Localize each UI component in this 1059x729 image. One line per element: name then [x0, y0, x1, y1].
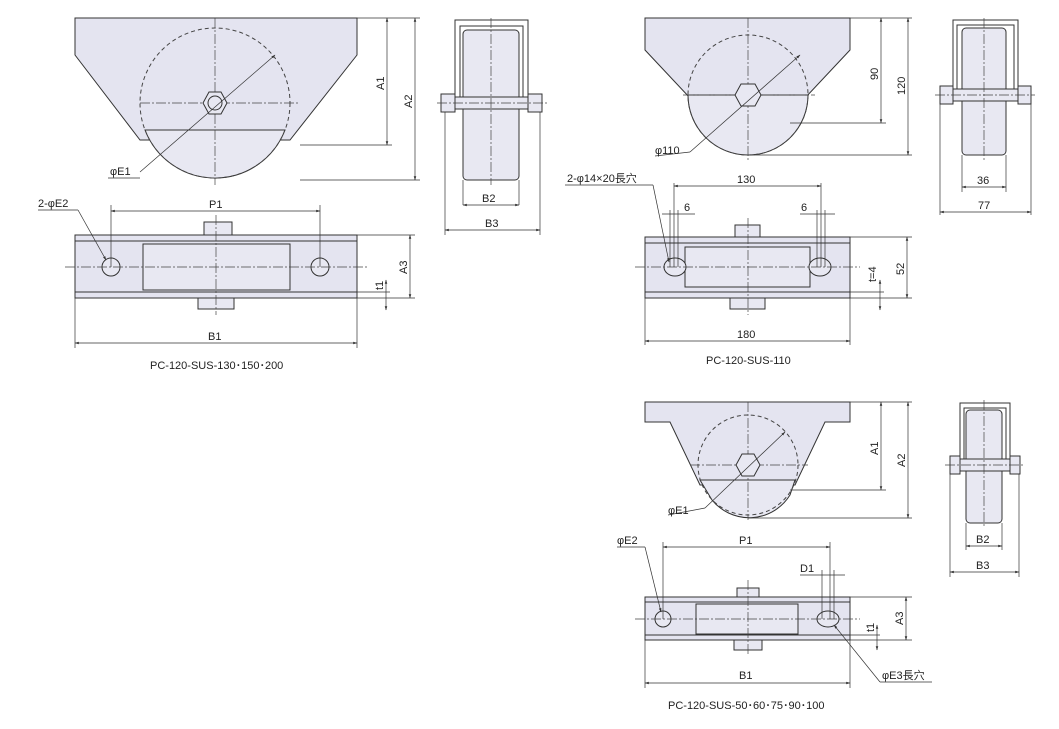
front-view: φE1 A1 A2	[644, 401, 912, 520]
hex-nut-icon	[734, 83, 762, 107]
dim-p1: P1	[209, 199, 222, 211]
dim-a3: A3	[894, 612, 906, 625]
dim-e2: φE2	[617, 535, 638, 547]
hex-nut-icon	[202, 91, 228, 115]
dim-b2: B2	[976, 534, 989, 546]
dim-d1: D1	[800, 563, 814, 575]
top-view: 130 6 6 2-φ14×20長穴 52 t=4 180	[565, 171, 912, 345]
dim-e1: φE1	[110, 166, 131, 178]
dim-b3: 77	[978, 200, 990, 212]
dim-a3: 52	[895, 263, 907, 275]
side-view: 36 77	[935, 18, 1035, 215]
dim-e1: φ110	[655, 145, 680, 157]
top-view: P1 2-φE2 A3 t1 B1	[38, 198, 415, 348]
dim-b2: 36	[977, 175, 989, 187]
drawing-caption: PC-120-SUS-110	[706, 355, 791, 367]
drawing-pc-120-sus-130-150-200: A1 A2 φE1 B2 B3 P1 2-φE2 A3 t1 B1 PC-120…	[38, 17, 547, 372]
dim-b1: 180	[737, 329, 755, 341]
dim-e1: φE1	[668, 505, 689, 517]
dim-p1: P1	[739, 535, 752, 547]
drawing-caption: PC-120-SUS-50･60･75･90･100	[668, 700, 825, 712]
dim-a1: 90	[869, 68, 881, 80]
drawing-pc-120-sus-110: φ110 90 120 36 77 130 6 6 2-φ14×20長穴 52 …	[565, 17, 1035, 367]
dim-b3: B3	[485, 218, 498, 230]
dim-a2: 120	[896, 77, 908, 95]
dim-p1: 130	[737, 174, 755, 186]
dim-slot-width-right: 6	[801, 202, 807, 214]
dim-b1: B1	[208, 331, 221, 343]
dim-e2: 2-φ14×20長穴	[567, 171, 637, 185]
drawing-caption: PC-120-SUS-130･150･200	[150, 360, 283, 372]
dim-t1: t1	[374, 281, 386, 290]
dim-slot-width-left: 6	[684, 202, 690, 214]
dim-b1: B1	[739, 670, 752, 682]
side-view: B2 B3	[945, 400, 1025, 577]
dim-t1: t=4	[867, 266, 879, 282]
dim-a3: A3	[398, 261, 410, 274]
dim-e2: 2-φE2	[38, 198, 68, 210]
dim-e3: φE3長穴	[882, 668, 925, 682]
hex-nut-icon	[735, 453, 761, 477]
side-view: B2 B3	[437, 18, 547, 235]
dim-a2: A2	[403, 95, 415, 108]
dim-b3: B3	[976, 560, 989, 572]
front-view: φ110 90 120	[644, 17, 912, 160]
drawing-pc-120-sus-50-100: φE1 A1 A2 B2 B3 P1 D1 φE2 A3 t1 B1 φE3長穴…	[617, 400, 1025, 712]
top-view: P1 D1 φE2 A3 t1 B1 φE3長穴	[617, 535, 932, 688]
dim-b2: B2	[482, 193, 495, 205]
front-view: A1 A2 φE1	[74, 17, 420, 185]
dim-a2: A2	[896, 454, 908, 467]
dim-a1: A1	[869, 442, 881, 455]
dim-t1: t1	[865, 623, 877, 632]
dim-a1: A1	[375, 77, 387, 90]
